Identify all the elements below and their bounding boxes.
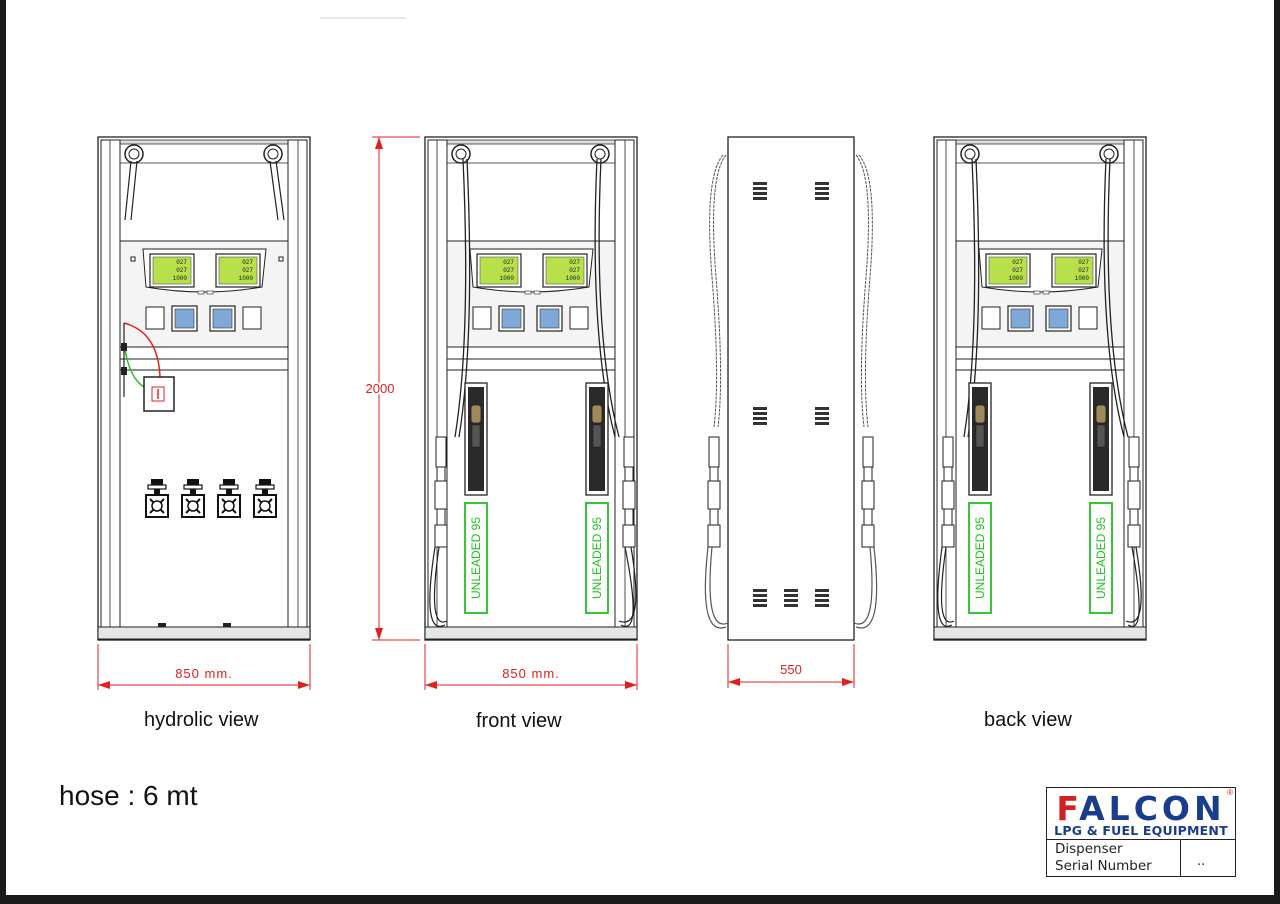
serial-number-value: .. bbox=[1197, 854, 1206, 869]
brand-logo-first-letter: F bbox=[1056, 789, 1080, 828]
display-digit: 1000 bbox=[1009, 275, 1024, 282]
dim-height: 2000 bbox=[366, 381, 395, 396]
nozzle-fuel-label: UNLEADED 95 bbox=[469, 517, 483, 599]
back-view-drawing bbox=[933, 136, 1147, 641]
display-digit: 1000 bbox=[1075, 275, 1090, 282]
title-block: FALCON ® LPG & FUEL EQUIPMENT Dispenser … bbox=[1046, 787, 1236, 877]
display-digit: 1000 bbox=[566, 275, 581, 282]
title-block-divider bbox=[1047, 839, 1235, 840]
front-view-label: front view bbox=[476, 710, 562, 732]
nozzle-fuel-label: UNLEADED 95 bbox=[1094, 517, 1108, 599]
display-digit: 1000 bbox=[239, 275, 254, 282]
front-view-drawing bbox=[424, 136, 638, 641]
nozzle-fuel-label: UNLEADED 95 bbox=[973, 517, 987, 599]
display-digit: 027 bbox=[1012, 267, 1023, 274]
display-digit: 027 bbox=[569, 267, 580, 274]
brand-tagline: LPG & FUEL EQUIPMENT bbox=[1054, 823, 1228, 838]
display-digit: 027 bbox=[503, 259, 514, 266]
brand-logo-rest: ALCON bbox=[1079, 789, 1226, 828]
display-digit: 027 bbox=[1012, 259, 1023, 266]
dim-width-hydraulic: 850 mm. bbox=[175, 666, 233, 681]
display-digit: 1000 bbox=[500, 275, 515, 282]
display-digit: 027 bbox=[503, 267, 514, 274]
nozzle-labels: UNLEADED 95 UNLEADED 95 UNLEADED 95 UNLEADE… bbox=[469, 517, 1108, 599]
back-view-label: back view bbox=[984, 709, 1072, 731]
display-digit: 027 bbox=[176, 267, 187, 274]
dimensions bbox=[97, 136, 855, 690]
display-digit: 027 bbox=[1078, 259, 1089, 266]
technical-drawing: 0270271000027027100002702710000270271000… bbox=[97, 17, 1147, 690]
display-digit: 027 bbox=[176, 259, 187, 266]
brand-logo: FALCON bbox=[1047, 792, 1235, 826]
title-block-column-divider bbox=[1180, 839, 1181, 876]
nozzle-fuel-label: UNLEADED 95 bbox=[590, 517, 604, 599]
display-digit: 027 bbox=[242, 259, 253, 266]
dim-depth-side: 550 bbox=[780, 662, 802, 677]
product-name: Dispenser bbox=[1055, 841, 1123, 857]
dim-width-front: 850 mm. bbox=[502, 666, 560, 681]
hydraulic-view-drawing bbox=[97, 136, 311, 641]
registered-mark: ® bbox=[1227, 788, 1233, 797]
display-digit: 027 bbox=[569, 259, 580, 266]
display-digit: 027 bbox=[242, 267, 253, 274]
side-view-drawing bbox=[704, 136, 878, 641]
serial-number-label: Serial Number bbox=[1055, 858, 1152, 874]
display-digit: 027 bbox=[1078, 267, 1089, 274]
display-digit: 1000 bbox=[173, 275, 188, 282]
hose-length-note: hose : 6 mt bbox=[59, 780, 198, 811]
hydraulic-view-label: hydrolic view bbox=[144, 709, 259, 731]
display-digits: 0270271000027027100002702710000270271000… bbox=[173, 259, 1090, 282]
